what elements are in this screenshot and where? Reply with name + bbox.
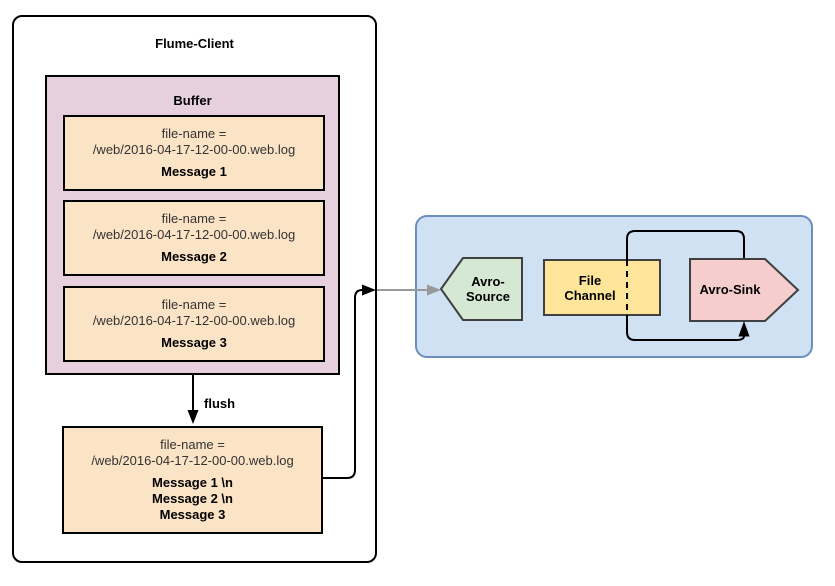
- file-channel-label-line2: Channel: [564, 287, 616, 303]
- avro-source-polygon: [439, 257, 523, 321]
- flushed-event-filename-line2: /web/2016-04-17-12-00-00.web.log: [91, 453, 294, 468]
- message-1-filename-line1: file-name =: [161, 126, 227, 141]
- avro-source-label: Avro- Source: [452, 258, 524, 320]
- message-2-filename-line1: file-name =: [161, 211, 227, 226]
- message-2-filename-line2: /web/2016-04-17-12-00-00.web.log: [92, 227, 296, 242]
- avro-source-label-line1: Avro-: [471, 274, 505, 289]
- file-channel-label-line1: File: [578, 272, 602, 288]
- avro-sink-label: Avro-Sink: [699, 282, 761, 297]
- flushed-event-filename-line1: file-name =: [160, 437, 225, 452]
- flushed-event-line-3: Message 3: [159, 507, 226, 522]
- message-1-filename-line2: /web/2016-04-17-12-00-00.web.log: [92, 142, 296, 157]
- buffer-title: Buffer: [173, 93, 212, 108]
- flushed-event-line-2: Message 2 \n: [152, 491, 233, 506]
- flush-arrow-label: flush: [204, 396, 236, 411]
- message-1-label: Message 1: [161, 164, 227, 179]
- flushed-event-message-lines: Message 1 \n Message 2 \n Message 3: [152, 475, 233, 523]
- buffer-message-2-card: file-name = /web/2016-04-17-12-00-00.web…: [63, 200, 325, 276]
- flume-client-title: Flume-Client: [155, 36, 234, 51]
- flushed-event-card: file-name = /web/2016-04-17-12-00-00.web…: [62, 426, 323, 534]
- buffer-message-1-card: file-name = /web/2016-04-17-12-00-00.web…: [63, 115, 325, 191]
- message-3-filename-line2: /web/2016-04-17-12-00-00.web.log: [92, 313, 296, 328]
- avro-sink-polygon: [689, 258, 800, 322]
- flushed-event-line-1: Message 1 \n: [152, 475, 233, 490]
- avro-source-label-line2: Source: [465, 289, 511, 304]
- avro-sink-shape: [689, 258, 800, 322]
- avro-source-shape: [439, 257, 523, 321]
- message-3-label: Message 3: [161, 335, 227, 350]
- message-2-label: Message 2: [161, 249, 227, 264]
- file-channel-box: File Channel: [543, 259, 661, 316]
- message-3-filename-line1: file-name =: [161, 297, 227, 312]
- buffer-message-3-card: file-name = /web/2016-04-17-12-00-00.web…: [63, 286, 325, 362]
